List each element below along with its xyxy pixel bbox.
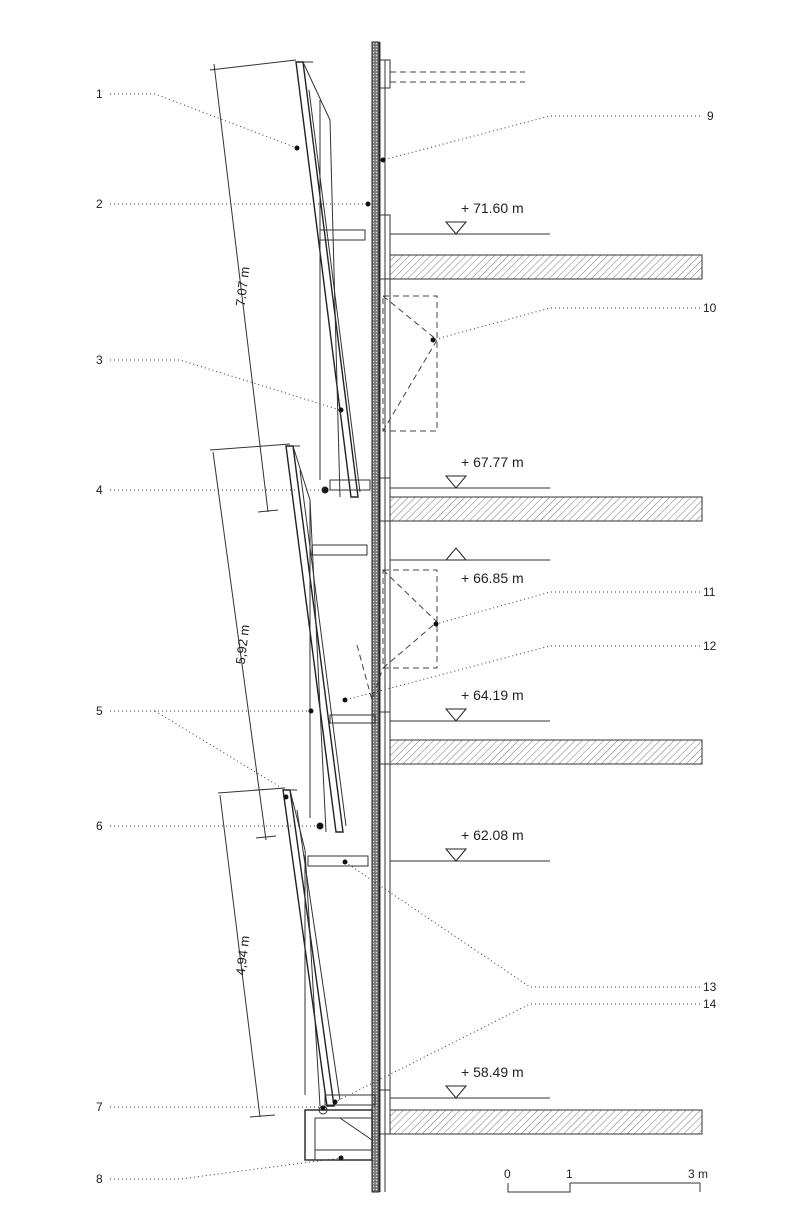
level-marker-2: + 67.77 m	[390, 454, 550, 489]
dimension-upper: 7.07 m	[233, 266, 253, 307]
leaders-left	[110, 93, 371, 1180]
scale-bar: 0 1 3 m	[504, 1167, 708, 1193]
callout-10: 10	[703, 301, 717, 315]
level-label-2: + 67.77 m	[461, 454, 524, 470]
level-label-5: + 62.08 m	[461, 827, 524, 843]
floor-slabs	[379, 214, 703, 1135]
scale-tick-1: 1	[566, 1167, 573, 1181]
callout-1: 1	[96, 87, 103, 101]
level-marker-4: + 64.19 m	[390, 687, 550, 722]
facade-panel-upper	[295, 61, 371, 498]
level-label-1: + 71.60 m	[461, 200, 524, 216]
level-marker-1: + 71.60 m	[390, 200, 550, 235]
dimension-line-lower	[217, 787, 286, 1118]
facade-panel-lower	[282, 789, 376, 1107]
dimension-line-middle	[209, 443, 291, 841]
callout-2: 2	[96, 197, 103, 211]
roof-edge	[379, 59, 525, 89]
callout-12: 12	[703, 639, 717, 653]
callout-4: 4	[96, 483, 103, 497]
level-marker-6: + 58.49 m	[390, 1064, 550, 1099]
dimension-middle: 5,92 m	[233, 624, 253, 665]
level-marker-5: + 62.08 m	[390, 827, 550, 862]
callout-13: 13	[703, 980, 717, 994]
dimension-line-upper	[209, 59, 297, 513]
callout-8: 8	[96, 1172, 103, 1186]
bottom-console	[304, 1105, 373, 1161]
callout-7: 7	[96, 1100, 103, 1114]
level-label-6: + 58.49 m	[461, 1064, 524, 1080]
callout-11: 11	[703, 585, 716, 599]
window-opening-upper	[379, 295, 438, 432]
scale-tick-3: 3 m	[688, 1167, 708, 1181]
callout-3: 3	[96, 353, 103, 367]
callout-9: 9	[707, 109, 714, 123]
window-opening-lower	[356, 569, 438, 702]
dimension-lower: 4,94 m	[233, 935, 253, 976]
facade-panel-middle	[285, 445, 376, 833]
callout-6: 6	[96, 819, 103, 833]
callout-14: 14	[703, 997, 717, 1011]
level-label-3: + 66.85 m	[461, 570, 524, 586]
scale-tick-0: 0	[504, 1167, 511, 1181]
level-label-4: + 64.19 m	[461, 687, 524, 703]
level-marker-3: + 66.85 m	[390, 547, 550, 586]
callout-5: 5	[96, 704, 103, 718]
leaders-right	[332, 115, 700, 1105]
